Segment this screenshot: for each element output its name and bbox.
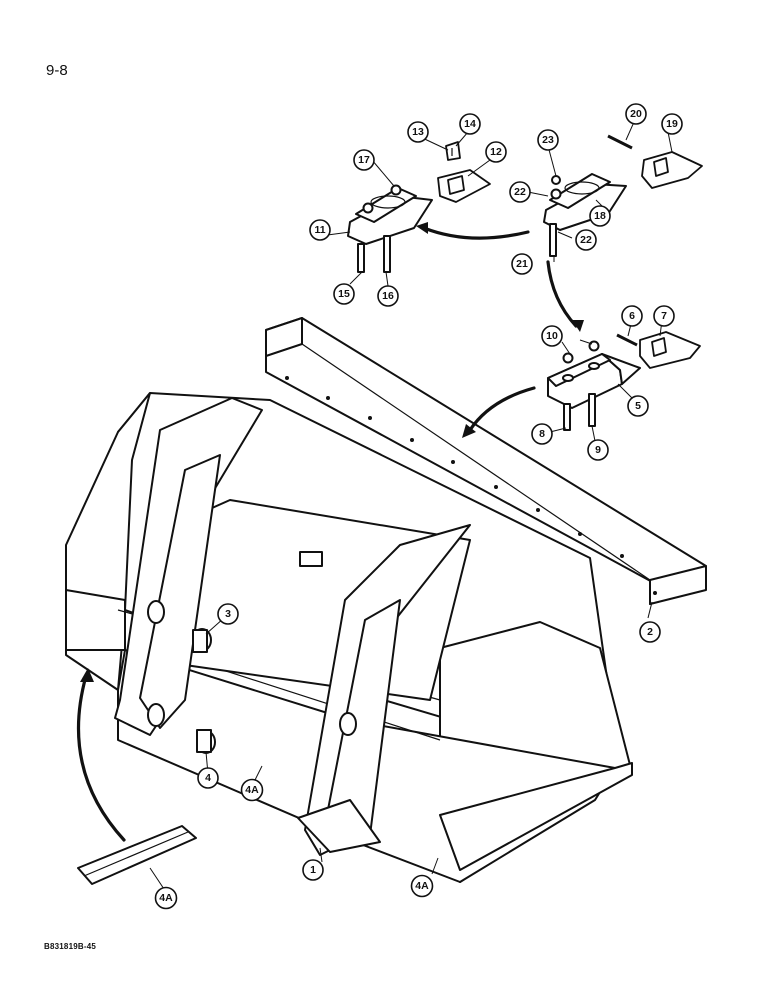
callout-7: 7 <box>653 305 675 327</box>
callout-21: 21 <box>511 253 533 275</box>
svg-text:17: 17 <box>358 154 370 166</box>
callout-5: 5 <box>627 395 649 417</box>
svg-text:21: 21 <box>516 258 528 270</box>
callout-17: 17 <box>353 149 375 171</box>
page-number: 9-8 <box>46 62 68 79</box>
bucket <box>65 392 633 883</box>
arrows <box>76 222 584 842</box>
callout-4: 4 <box>197 767 219 789</box>
callout-22-b: 22 <box>575 229 597 251</box>
svg-text:2: 2 <box>647 626 653 638</box>
callout-19: 19 <box>661 113 683 135</box>
bolt-21 <box>549 223 557 257</box>
tooth-7 <box>639 331 701 369</box>
svg-text:14: 14 <box>464 118 476 130</box>
svg-text:4: 4 <box>205 772 211 784</box>
callout-18: 18 <box>589 205 611 227</box>
svg-text:16: 16 <box>382 290 394 302</box>
callout-10: 10 <box>541 325 563 347</box>
svg-text:23: 23 <box>542 134 554 146</box>
svg-text:20: 20 <box>630 108 642 120</box>
adapter-18 <box>543 173 627 231</box>
svg-text:4A: 4A <box>415 880 429 892</box>
callout-1: 1 <box>302 859 324 881</box>
svg-text:4A: 4A <box>245 784 259 796</box>
callout-14: 14 <box>459 113 481 135</box>
bolt-8 <box>563 403 571 431</box>
callout-22-a: 22 <box>509 181 531 203</box>
svg-text:8: 8 <box>539 428 545 440</box>
svg-text:3: 3 <box>225 608 231 620</box>
bushing-4 <box>196 729 216 754</box>
callout-13: 13 <box>407 121 429 143</box>
callout-12: 12 <box>485 141 507 163</box>
wear-strip-4a <box>77 825 197 885</box>
retainer-13-14 <box>445 141 461 161</box>
callout-2: 2 <box>639 621 661 643</box>
svg-text:15: 15 <box>338 288 350 300</box>
svg-text:6: 6 <box>629 310 635 322</box>
svg-text:10: 10 <box>546 330 558 342</box>
adapter-5 <box>547 340 641 409</box>
svg-text:7: 7 <box>661 310 667 322</box>
bolt-9 <box>588 393 596 427</box>
callout-3: 3 <box>217 603 239 625</box>
svg-text:11: 11 <box>314 224 325 236</box>
bushing-3 <box>192 628 212 653</box>
adapter-11 <box>347 184 433 245</box>
tooth-19 <box>641 151 703 189</box>
pin-20 <box>607 134 633 150</box>
callout-16: 16 <box>377 285 399 307</box>
svg-text:12: 12 <box>490 146 502 158</box>
callout-11: 11 <box>309 219 331 241</box>
pin-6 <box>616 333 638 347</box>
svg-text:22: 22 <box>514 186 526 198</box>
callout-23: 23 <box>537 129 559 151</box>
svg-text:22: 22 <box>580 234 592 246</box>
bolt-16 <box>383 235 391 273</box>
callout-15: 15 <box>333 283 355 305</box>
callout-6: 6 <box>621 305 643 327</box>
callout-20: 20 <box>625 103 647 125</box>
callout-4a-3: 4A <box>154 886 178 910</box>
callout-4a-1: 4A <box>240 778 264 802</box>
svg-text:5: 5 <box>635 400 641 412</box>
leader-lines <box>149 121 673 893</box>
svg-text:19: 19 <box>666 118 678 130</box>
figure-code: B831819B-45 <box>44 942 97 951</box>
callout-4a-2: 4A <box>410 874 434 898</box>
svg-text:9: 9 <box>595 444 601 456</box>
svg-text:1: 1 <box>310 864 316 876</box>
callout-9: 9 <box>587 439 609 461</box>
bolt-15 <box>357 243 365 273</box>
svg-text:13: 13 <box>412 126 424 138</box>
svg-text:4A: 4A <box>159 892 173 904</box>
tooth-12 <box>437 169 491 203</box>
svg-text:18: 18 <box>594 210 606 222</box>
cutting-edge <box>265 317 707 605</box>
callout-8: 8 <box>531 423 553 445</box>
